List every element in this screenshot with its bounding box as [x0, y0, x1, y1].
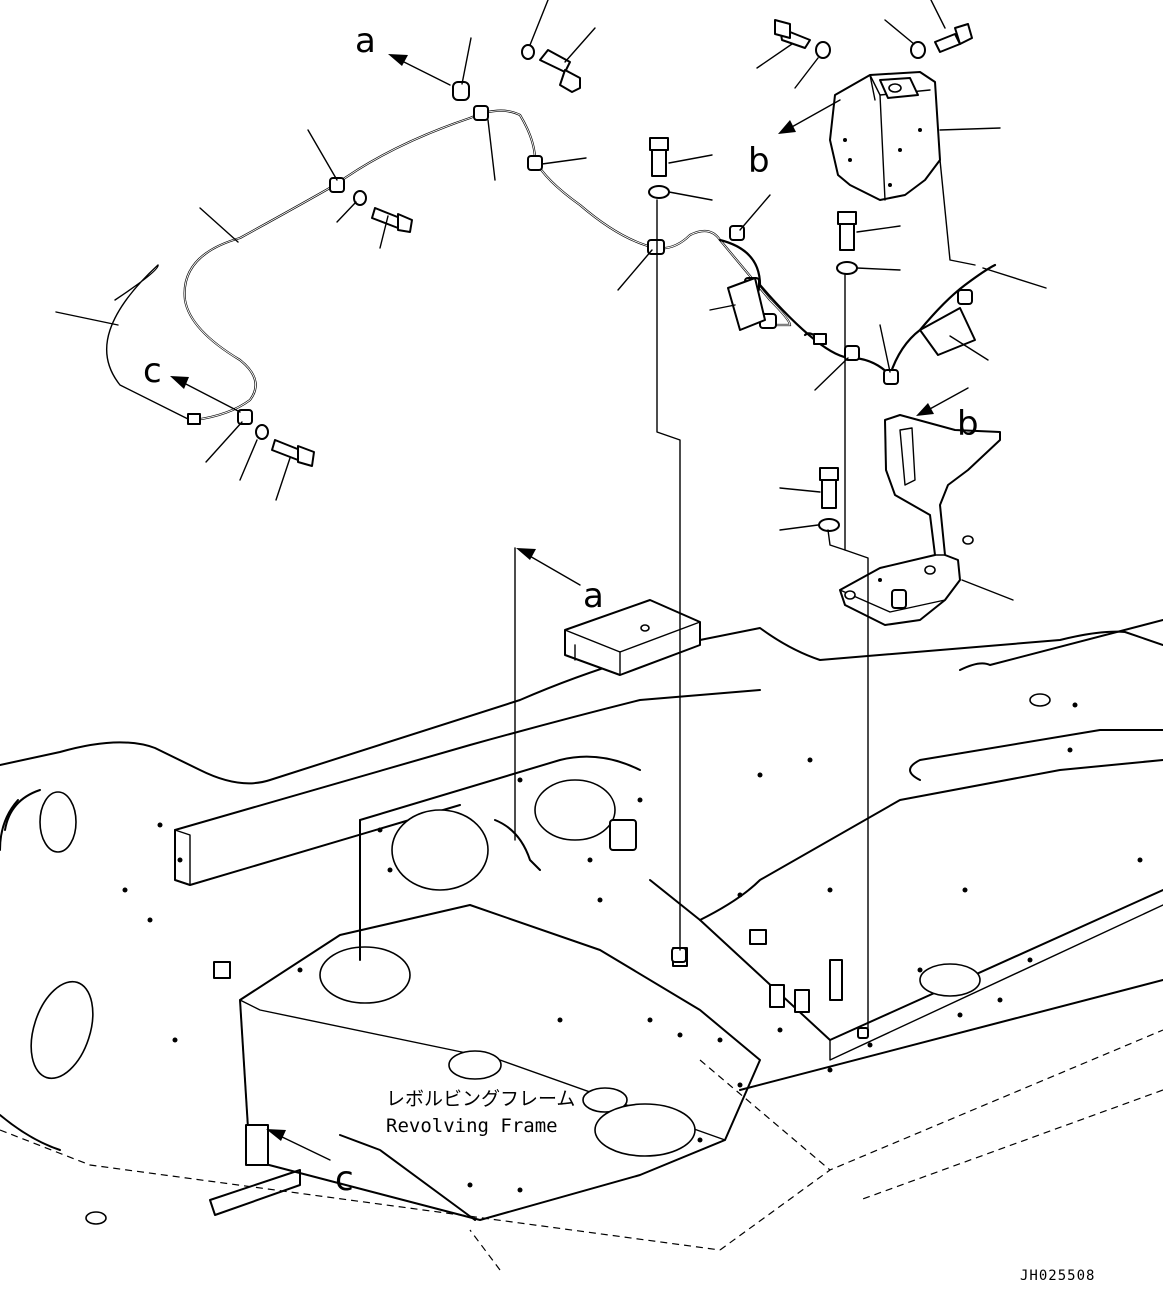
callout-c-left: c	[143, 351, 162, 391]
callout-b-lower: b	[957, 404, 979, 444]
frame-label-english: Revolving Frame	[386, 1115, 558, 1137]
frame-holes	[122, 702, 1143, 1193]
bolt-3	[934, 23, 973, 53]
washer-4	[353, 190, 367, 206]
washer-8	[818, 518, 840, 532]
fasteners	[255, 19, 973, 1039]
callout-a-lower: a	[583, 576, 604, 616]
washer-5	[255, 424, 269, 440]
bolt-6	[649, 137, 669, 177]
bolt-1	[539, 49, 581, 93]
bolt-7	[837, 211, 857, 251]
mounting-bracket	[839, 414, 1001, 626]
nut-2	[671, 947, 687, 963]
controller-unit	[829, 71, 941, 201]
washer-3	[910, 41, 926, 59]
nut-1	[452, 81, 470, 101]
bolt-8	[819, 467, 839, 509]
bolt-5	[271, 439, 315, 467]
frame-label-japanese: レボルビングフレーム	[386, 1088, 575, 1110]
nut-3	[857, 1027, 869, 1039]
bolt-4	[371, 207, 413, 233]
washer-7	[836, 261, 858, 275]
wiring-harness	[106, 105, 997, 425]
revolving-frame	[0, 599, 1163, 1271]
callout-arrows	[170, 54, 969, 1161]
drawing-number: JH025508	[1020, 1268, 1095, 1284]
washer-1	[521, 44, 535, 60]
callout-b-upper: b	[748, 141, 770, 181]
leader-lines	[55, 0, 1047, 601]
callout-c-lower: c	[335, 1159, 354, 1199]
washer-2	[815, 41, 831, 59]
bolt-2	[774, 19, 811, 49]
washer-6	[648, 185, 670, 199]
callout-a-top: a	[355, 21, 376, 61]
installation-lines	[514, 159, 976, 1031]
